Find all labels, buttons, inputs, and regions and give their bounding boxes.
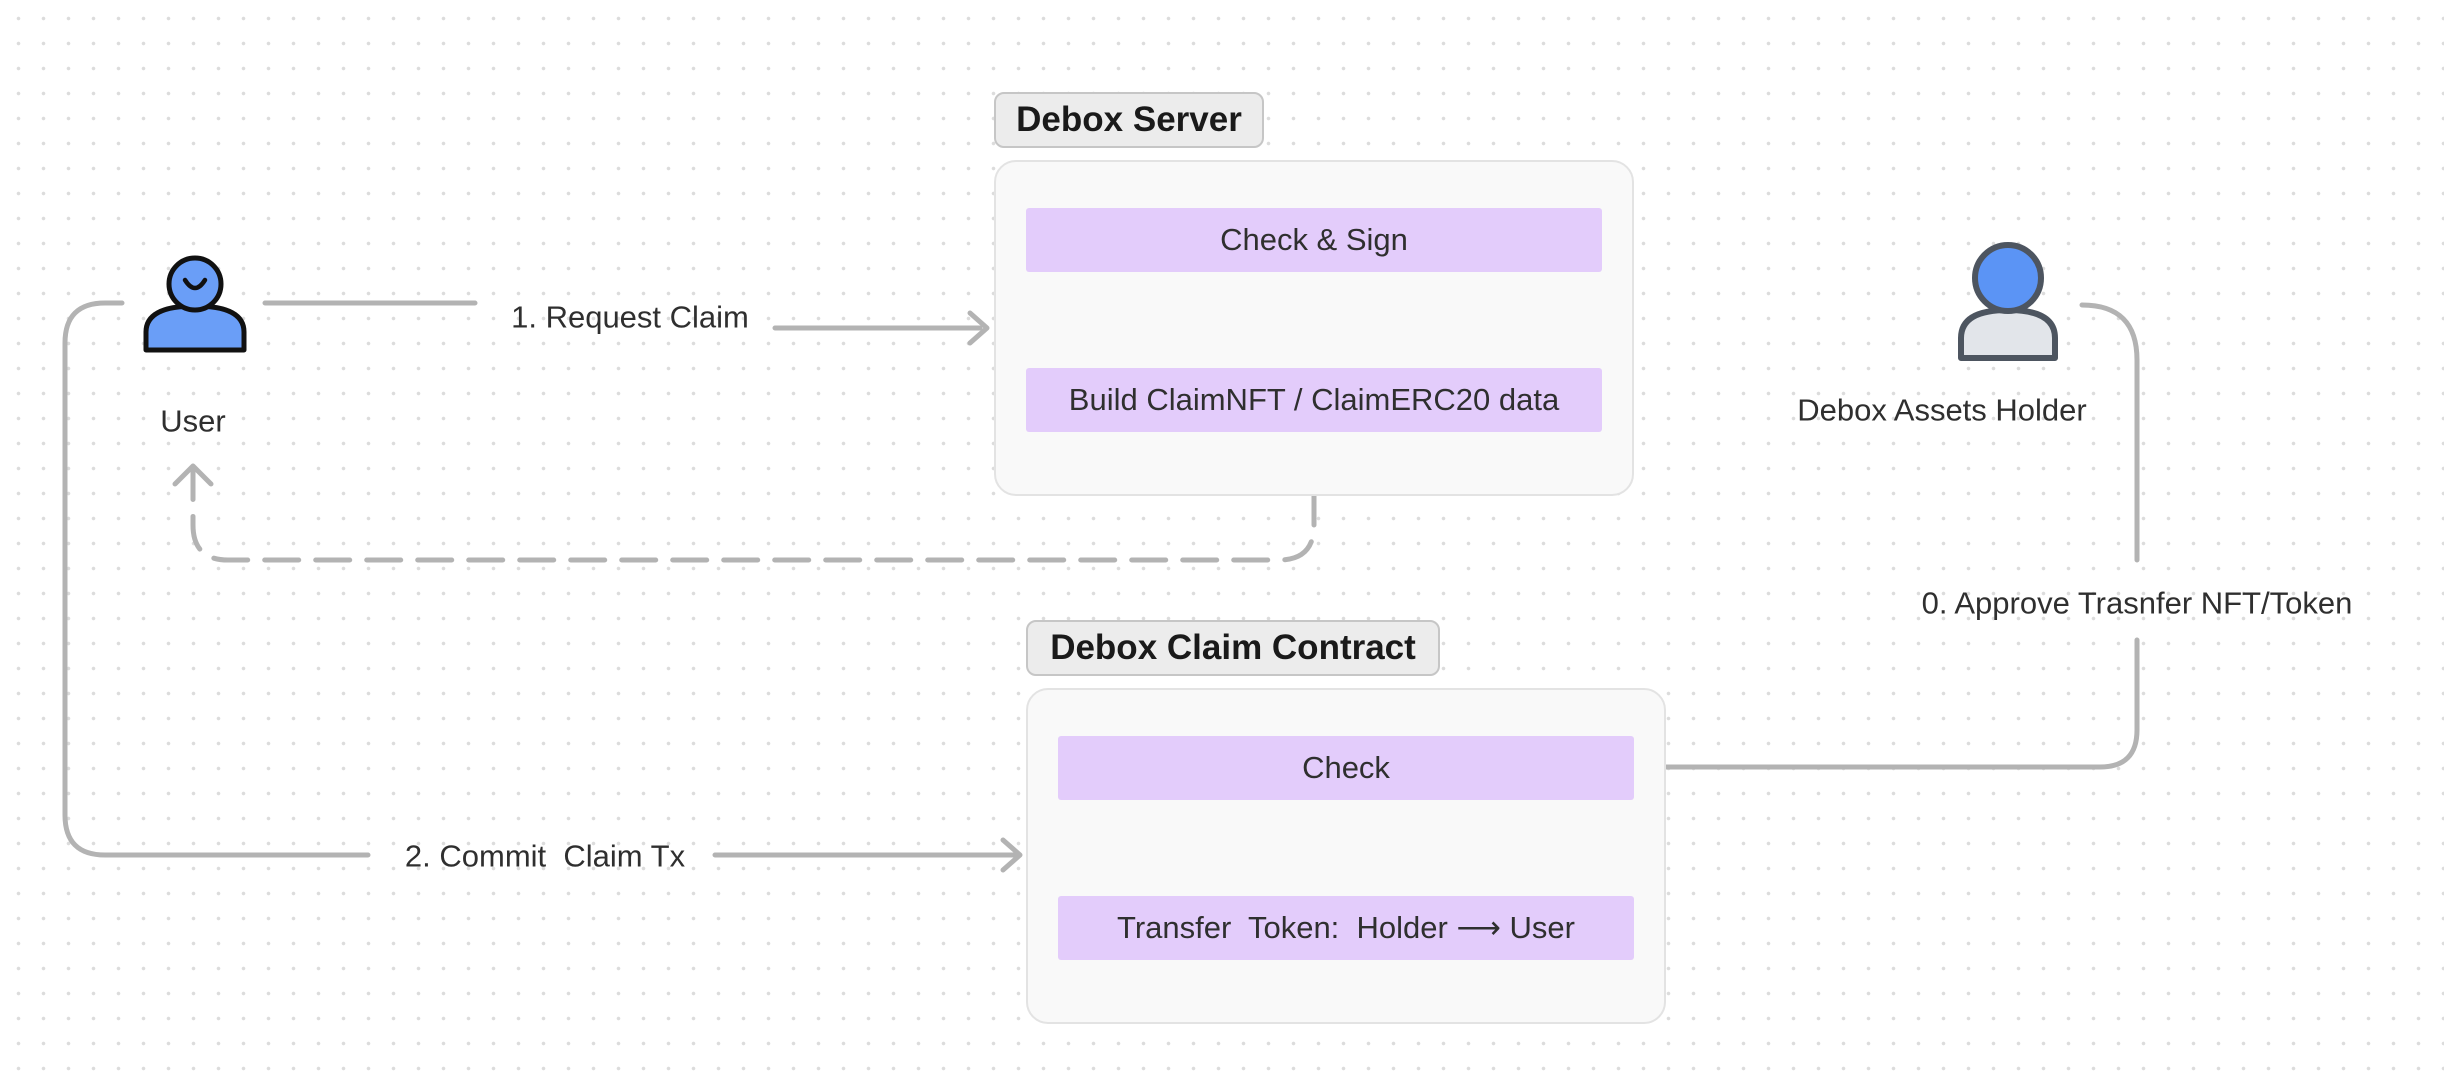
assets-holder-icon [1953, 238, 2063, 366]
user-label: User [160, 403, 226, 439]
approve-transfer-arrow [1642, 302, 2140, 770]
contract-check-step: Check [1058, 736, 1634, 800]
build-claim-data-step: Build ClaimNFT / ClaimERC20 data [1026, 368, 1602, 432]
return-signed-data-arrowhead [172, 463, 214, 487]
commit-claim-arrowhead [1000, 837, 1023, 873]
check-and-sign-step: Check & Sign [1026, 208, 1602, 272]
assets-holder-label: Debox Assets Holder [1797, 392, 2087, 428]
debox-server-title: Debox Server [994, 92, 1264, 148]
transfer-token-step: Transfer Token: Holder ⟶ User [1058, 896, 1634, 960]
debox-claim-contract-title: Debox Claim Contract [1026, 620, 1440, 676]
user-icon [140, 252, 250, 356]
request-claim-label: 1. Request Claim [511, 299, 749, 335]
request-claim-arrowhead [967, 310, 990, 346]
commit-claim-label: 2. Commit Claim Tx [404, 838, 686, 874]
return-signed-data-arrow [190, 437, 1317, 563]
commit-claim-arrow [62, 300, 1018, 858]
approve-transfer-label: 0. Approve Trasnfer NFT/Token [1921, 585, 2353, 621]
request-claim-arrow [262, 300, 983, 331]
